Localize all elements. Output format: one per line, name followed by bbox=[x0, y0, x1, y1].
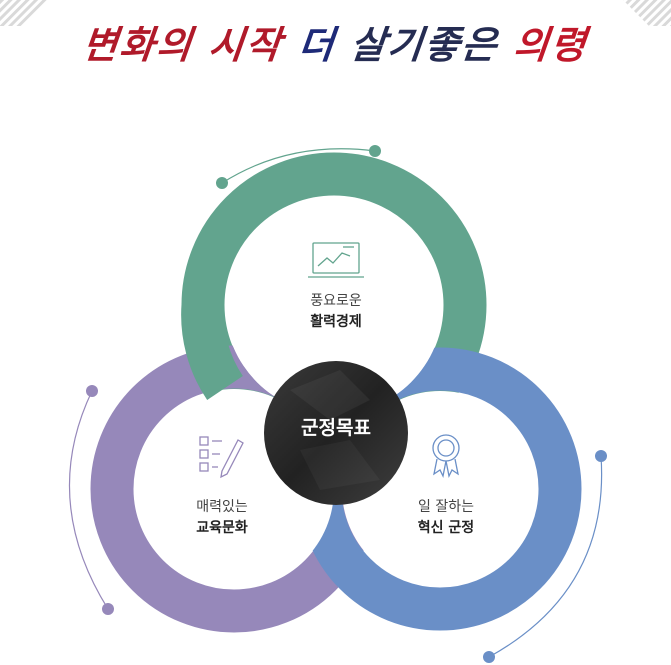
orbit-line-right bbox=[488, 455, 603, 658]
goal-administration-sub: 일 잘하는 bbox=[418, 499, 474, 515]
corner-pattern-decoration bbox=[0, 0, 671, 26]
slogan-part-uiryeong: 의령 bbox=[511, 22, 590, 67]
goal-education-label: 매력있는 교육문화 bbox=[142, 497, 302, 539]
goal-economy-main: 활력경제 bbox=[310, 314, 362, 330]
goal-administration-main: 혁신 군정 bbox=[417, 520, 475, 536]
goal-economy-label: 풍요로운 활력경제 bbox=[256, 291, 416, 333]
goal-education-sub: 매력있는 bbox=[196, 499, 248, 515]
slogan-part-more: 더 bbox=[295, 22, 338, 67]
chart-monitor-icon bbox=[308, 242, 364, 278]
orbit-dot-right-top bbox=[595, 450, 607, 462]
venn-diagram bbox=[68, 145, 607, 663]
orbit-dot-top-right bbox=[369, 145, 381, 157]
slogan-part-livable: 살기좋은 bbox=[348, 22, 501, 67]
orbit-dot-top-left bbox=[216, 177, 228, 189]
center-circle bbox=[264, 361, 408, 505]
checklist-pencil-icon bbox=[199, 436, 244, 479]
award-badge-icon bbox=[432, 434, 460, 478]
goal-economy-sub: 풍요로운 bbox=[310, 293, 362, 309]
orbit-dot-right-bottom bbox=[483, 651, 495, 663]
slogan-banner: 변화의 시작 더 살기좋은 의령 bbox=[0, 0, 671, 84]
slogan-text: 변화의 시작 더 살기좋은 의령 bbox=[0, 14, 671, 69]
goal-education-main: 교육문화 bbox=[196, 520, 248, 536]
center-title: 군정목표 bbox=[301, 417, 371, 439]
orbit-line-top bbox=[221, 148, 376, 184]
orbit-dot-left-bottom bbox=[102, 603, 114, 615]
orbit-line-left bbox=[68, 390, 109, 610]
orbit-dot-left-top bbox=[86, 385, 98, 397]
goal-administration-label: 일 잘하는 혁신 군정 bbox=[366, 497, 526, 539]
slogan-part-change: 변화의 시작 bbox=[80, 22, 286, 67]
